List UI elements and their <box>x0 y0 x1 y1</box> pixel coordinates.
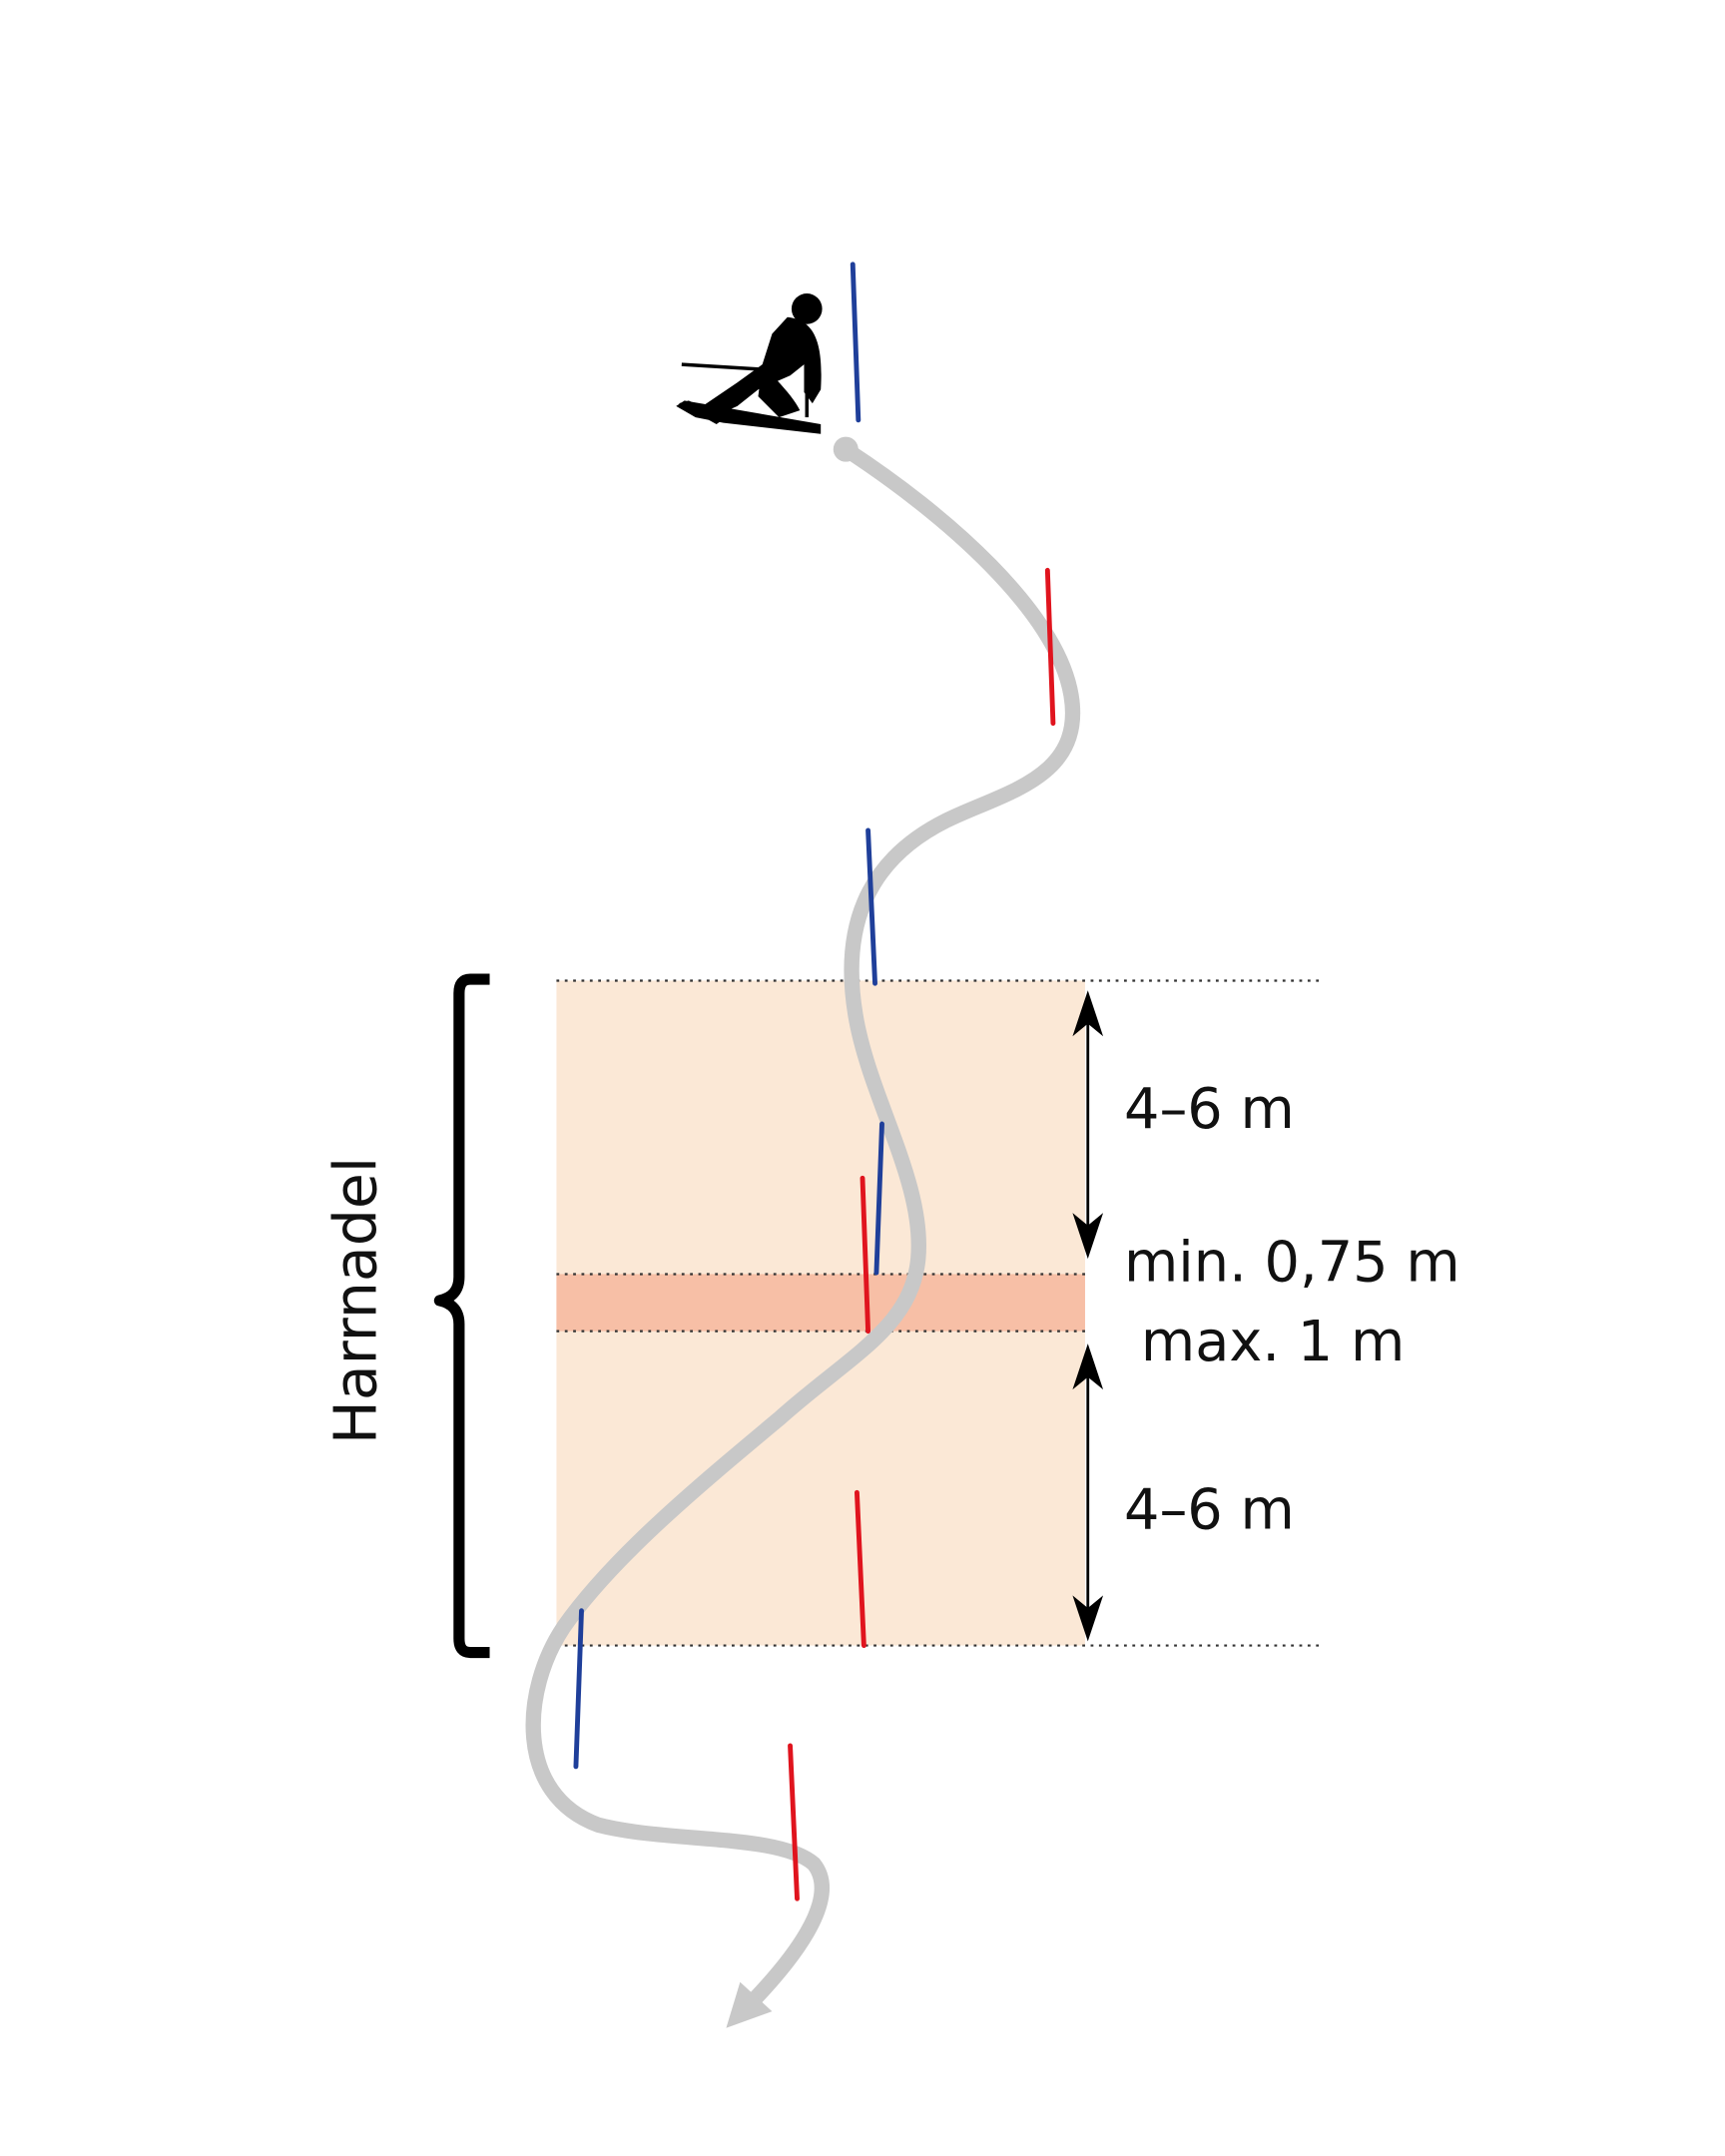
red-gate <box>860 1175 871 1335</box>
blue-gate <box>873 1121 884 1276</box>
blue-gate <box>573 1608 584 1770</box>
ski-line-path <box>525 441 1081 2022</box>
gap-max-label: max. 1 m <box>1141 1310 1405 1374</box>
gates <box>573 262 1056 1901</box>
blue-gate <box>865 827 877 986</box>
distance-bottom-label: 4–6 m <box>1124 1478 1295 1543</box>
hairpin-label: Harrnadel <box>321 1157 389 1444</box>
gap-min-label: min. 0,75 m <box>1124 1230 1460 1295</box>
path-arrowhead <box>726 1981 773 2028</box>
curly-brace <box>433 973 490 1659</box>
distance-top-label: 4–6 m <box>1124 1077 1295 1142</box>
red-gate <box>854 1489 866 1649</box>
arrowheads <box>1072 990 1104 1642</box>
blue-gate <box>850 262 862 423</box>
red-gate <box>788 1743 800 1901</box>
gap-band <box>556 1274 1085 1332</box>
start-point <box>833 436 859 462</box>
dotted-guides <box>556 979 1320 1647</box>
red-gate <box>1044 567 1056 727</box>
skier-icon <box>676 293 823 434</box>
